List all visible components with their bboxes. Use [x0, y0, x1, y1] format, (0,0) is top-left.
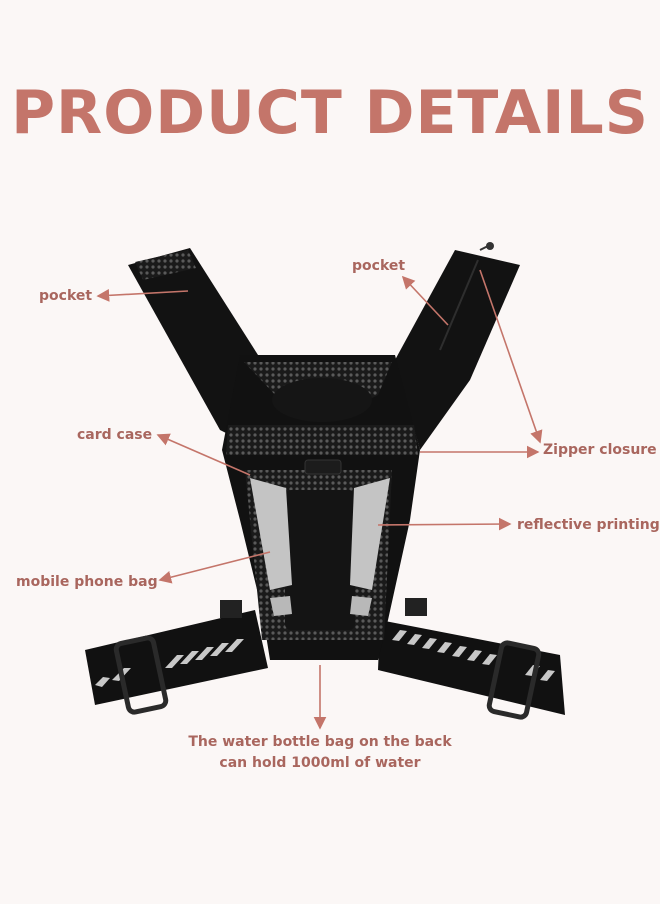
caption-line-2: can hold 1000ml of water — [219, 755, 421, 771]
label-pocket-left: pocket — [39, 288, 93, 304]
label-mobile-phone-bag: mobile phone bag — [16, 574, 158, 590]
back-mesh-panel — [222, 355, 420, 660]
caption-line-1: The water bottle bag on the back — [188, 734, 452, 750]
label-card-case: card case — [77, 427, 153, 443]
page-title: PRODUCT DETAILS — [11, 78, 649, 148]
callout-arrows — [96, 269, 543, 730]
waist-belt — [85, 598, 565, 720]
label-reflective-printing: reflective printing — [517, 517, 660, 533]
water-bottle-caption: The water bottle bag on the back can hol… — [170, 732, 470, 774]
label-pocket-right: pocket — [352, 258, 406, 274]
shoulder-straps — [128, 242, 520, 450]
label-zipper-closure: Zipper closure — [543, 442, 657, 458]
